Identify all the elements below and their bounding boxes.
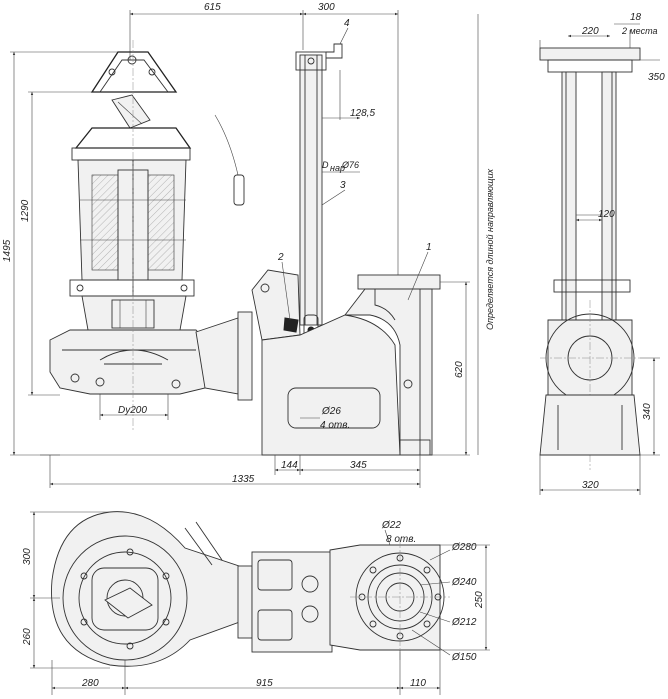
dim-250: 250 [474, 591, 485, 609]
vertical-note: Определяется длиной направляющих [485, 168, 495, 330]
callout-3: 3 [340, 180, 346, 191]
dim-2mesta: 2 места [621, 26, 657, 36]
dim-18: 18 [630, 12, 642, 23]
dim-300-top: 300 [318, 2, 335, 13]
dim-300-plan: 300 [22, 548, 33, 565]
dim-280-plan: 280 [81, 678, 99, 689]
side-view: 220 18 2 места 350 120 340 320 [539, 12, 665, 495]
callout-1: 1 [426, 242, 432, 253]
dim-320: 320 [582, 480, 599, 491]
dim-dnar-value: Ø76 [341, 160, 359, 170]
top-dimensions: 615 300 [129, 2, 399, 280]
dim-1335: 1335 [232, 474, 255, 485]
dim-dy200: Dy200 [118, 405, 147, 416]
dim-260: 260 [22, 628, 33, 646]
dim-22: Ø22 [381, 520, 401, 531]
dim-128-5: 128,5 [350, 108, 375, 119]
dim-220: 220 [581, 26, 599, 37]
dim-1495: 1495 [2, 239, 13, 262]
dim-350: 350 [648, 72, 665, 83]
dim-915: 915 [256, 678, 273, 689]
guide-rail-assembly: 128,5 D нар Ø76 3 4 2 [251, 18, 375, 346]
dim-dnar-label: D [322, 160, 329, 170]
plan-view: Ø22 8 отв. Ø280 Ø240 Ø212 Ø150 250 300 2… [22, 511, 490, 695]
dim-144: 144 [281, 460, 298, 471]
callout-4: 4 [344, 18, 350, 29]
dim-dnar-sub: нар [330, 163, 345, 173]
dim-26: Ø26 [321, 406, 341, 417]
dim-8otv: 8 отв. [386, 534, 416, 545]
dim-212: Ø212 [451, 617, 477, 628]
duckfoot-bend: 1 Ø26 4 отв. [40, 242, 470, 456]
dim-615: 615 [204, 2, 221, 13]
dim-340: 340 [642, 403, 653, 420]
dim-120: 120 [598, 209, 615, 220]
dim-150: Ø150 [451, 652, 477, 663]
pump-front-view: Dy200 [49, 40, 253, 430]
dim-4otv: 4 отв. [320, 420, 350, 431]
right-vertical-dimensions: Определяется длиной направляющих 620 [440, 14, 495, 455]
dim-620: 620 [454, 361, 465, 378]
dim-240: Ø240 [451, 577, 477, 588]
left-height-dimensions: 1495 1290 [2, 51, 130, 456]
dim-345: 345 [350, 460, 367, 471]
dim-280-circle: Ø280 [451, 542, 477, 553]
dim-110: 110 [410, 678, 426, 689]
dim-1290: 1290 [20, 199, 31, 222]
front-bottom-dimensions: 144 345 1335 [49, 455, 421, 488]
callout-2: 2 [277, 252, 284, 263]
